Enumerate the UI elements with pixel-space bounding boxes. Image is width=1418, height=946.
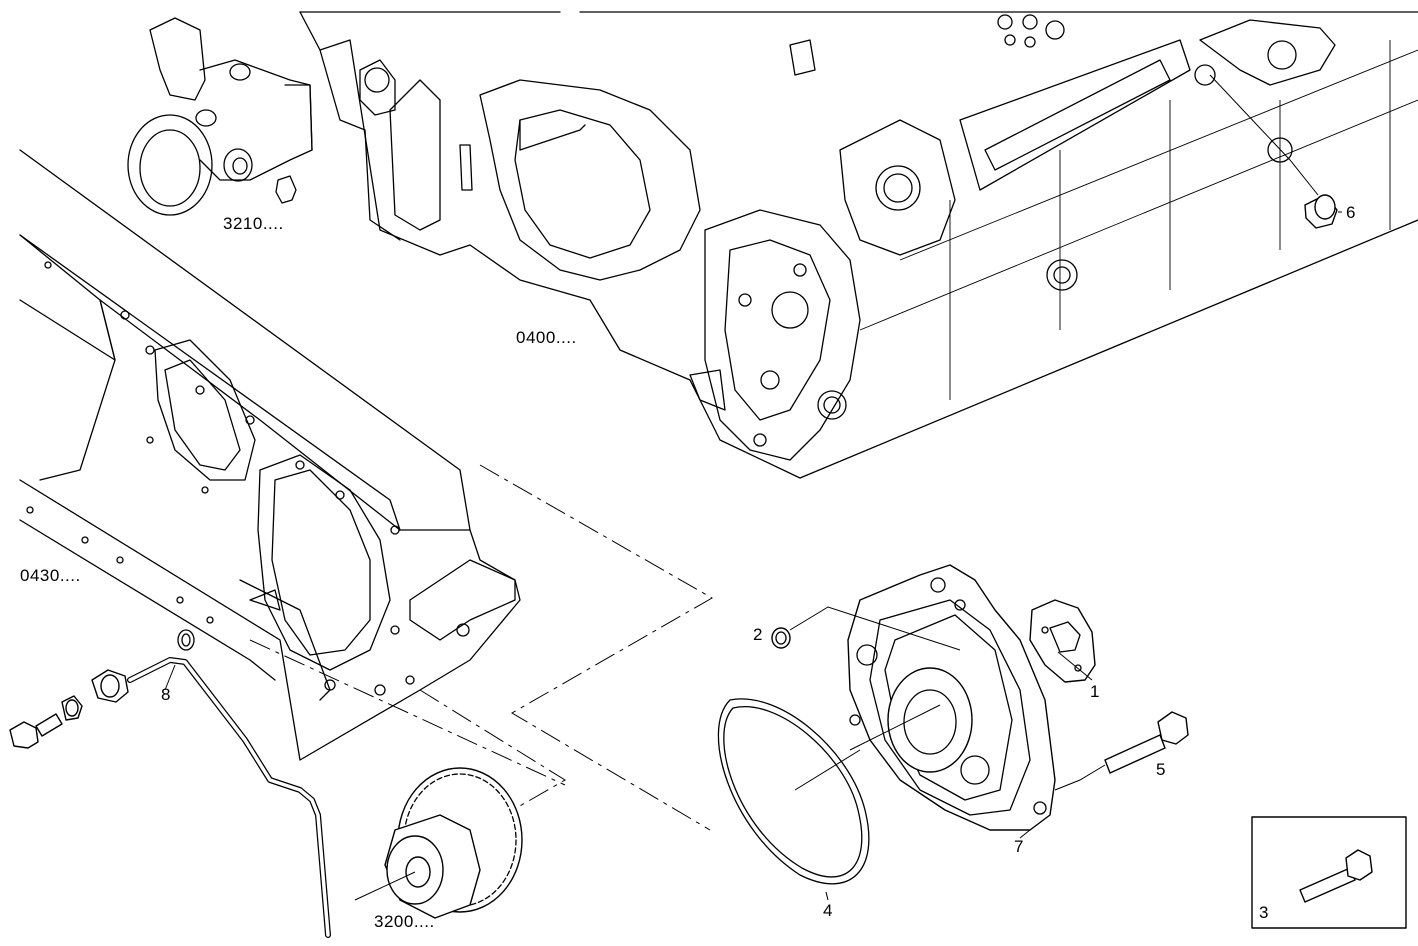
callout-1: 1 (1090, 682, 1099, 701)
ref-3210: 3210.... (223, 214, 284, 233)
ref-3200: 3200.... (374, 912, 435, 931)
callout-4: 4 (823, 901, 832, 920)
part-7-cover (847, 564, 1056, 831)
engine-block (299, 11, 1418, 479)
ref-0400: 0400.... (516, 328, 577, 347)
callout-8: 8 (161, 685, 170, 704)
callout-2: 2 (753, 625, 762, 644)
gear-housing-frame (19, 149, 521, 761)
callout-7: 7 (1014, 837, 1023, 856)
callout-5: 5 (1156, 760, 1165, 779)
ref-0430: 0430.... (20, 566, 81, 585)
callout-6: 6 (1346, 203, 1355, 222)
thermostat-housing (127, 17, 313, 216)
part-8-oil-pipe (9, 657, 331, 938)
callout-3: 3 (1259, 903, 1268, 922)
part-3-inset (1251, 816, 1407, 929)
part-2-oring (771, 627, 791, 649)
part-1-plate (1029, 599, 1096, 683)
leader-lines (164, 211, 1342, 901)
idler-gear (384, 767, 523, 919)
part-4-gasket (717, 698, 870, 885)
part-6-bushing (1209, 74, 1338, 229)
part-5-bolt (1104, 711, 1189, 774)
